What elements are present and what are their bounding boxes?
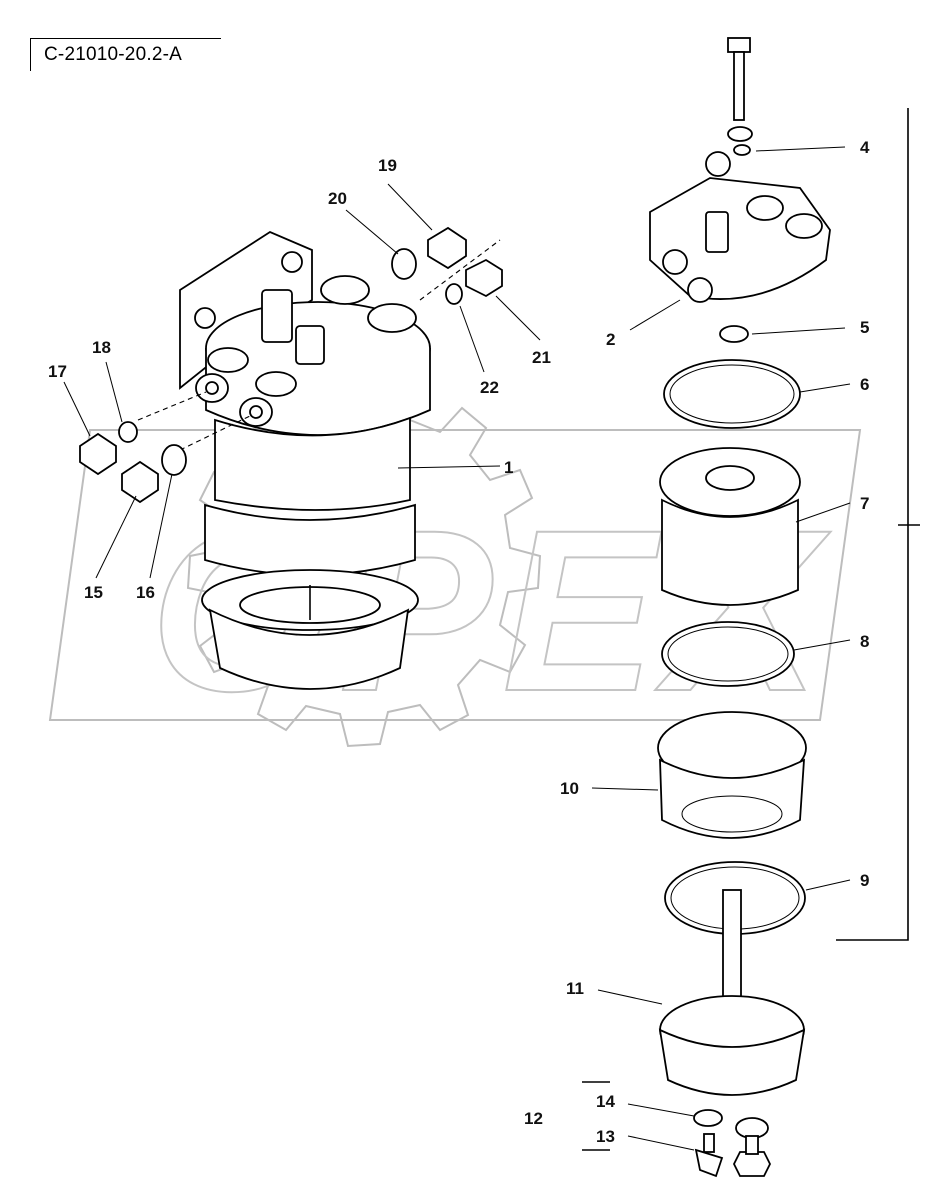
callout-12: 12 [524, 1109, 543, 1128]
washer-16 [161, 444, 187, 476]
callout-4: 4 [860, 138, 870, 157]
filter-assembly-1 [137, 230, 501, 690]
plug-17 [79, 432, 117, 476]
drain-screw-13 [694, 1148, 724, 1178]
drawing-code-frame [30, 38, 221, 71]
callout-17: 17 [48, 362, 67, 381]
callout-15: 15 [84, 583, 103, 602]
washer-top [727, 126, 753, 142]
leader-lines [63, 146, 851, 1151]
callout-22: 22 [480, 378, 499, 397]
callout-21: 21 [532, 348, 551, 367]
callout-20: 20 [328, 189, 347, 208]
seal-6 [663, 359, 801, 429]
callout-6: 6 [860, 375, 869, 394]
oring-14 [693, 1109, 723, 1127]
plug-19 [427, 226, 467, 270]
callout-14: 14 [596, 1092, 615, 1111]
callout-9: 9 [860, 871, 869, 890]
callout-labels: 1 2 4 5 6 7 8 9 10 11 12 13 14 15 16 17 … [48, 138, 870, 1146]
callout-5: 5 [860, 318, 869, 337]
callout-16: 16 [136, 583, 155, 602]
plug-15 [121, 460, 159, 504]
callout-1: 1 [504, 458, 513, 477]
callout-10: 10 [560, 779, 579, 798]
callout-8: 8 [860, 632, 869, 651]
oring-4 [733, 144, 751, 156]
callout-11: 11 [566, 979, 584, 998]
washer-20 [391, 248, 417, 280]
fittings-left [79, 226, 503, 504]
exploded-stack [582, 37, 920, 1178]
oring-5 [719, 325, 749, 343]
plug-21 [465, 258, 503, 298]
callout-19: 19 [378, 156, 397, 175]
callout-18: 18 [92, 338, 111, 357]
callout-2: 2 [606, 330, 615, 349]
drawing-code: C-21010-20.2-A [44, 44, 182, 65]
washer-22 [445, 283, 463, 305]
callout-13: 13 [596, 1127, 615, 1146]
callout-7: 7 [860, 494, 869, 513]
bolt [727, 37, 751, 53]
washer-18 [118, 421, 138, 443]
seal-8 [661, 621, 795, 687]
